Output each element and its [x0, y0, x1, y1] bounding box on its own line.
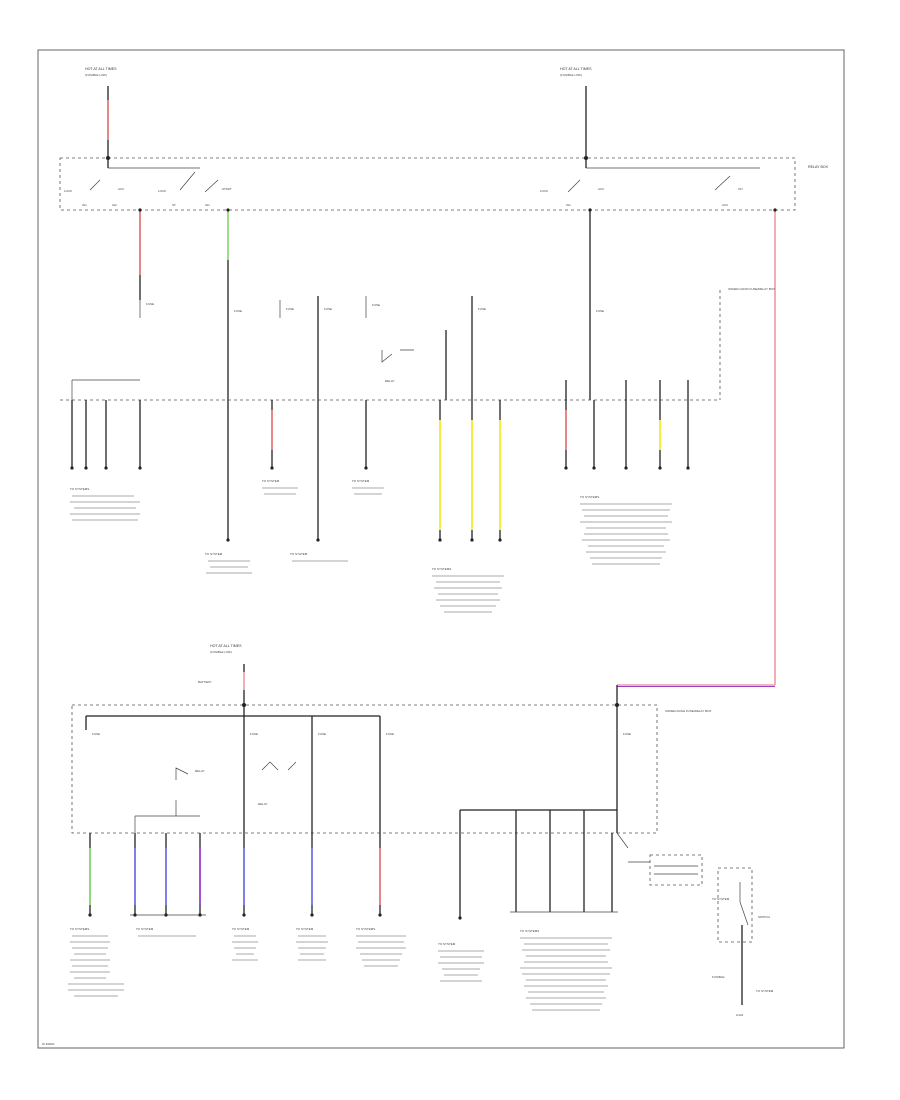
source-top-right: HOT AT ALL TIMES (FUSIBLE LINK) — [560, 67, 592, 158]
source-top-left-sublabel: (FUSIBLE LINK) — [85, 73, 107, 77]
svg-text:START: START — [222, 187, 232, 191]
svg-text:FUSE: FUSE — [372, 303, 380, 307]
svg-text:TO SYSTEM: TO SYSTEM — [438, 942, 456, 946]
branch-wires-lower — [88, 810, 618, 920]
fuse-relay-box-lower — [71, 704, 658, 834]
svg-text:FUSE: FUSE — [250, 732, 258, 736]
destination-notes-lower: TO SYSTEMS TO SYSTEM TO SYSTEM TO SYSTEM… — [68, 927, 612, 1011]
ignition-switch-left: LOCK ACC LOCK START IG1 IG2 ST IG1 — [64, 167, 232, 207]
svg-text:(FUSIBLE LINK): (FUSIBLE LINK) — [210, 650, 232, 654]
relay-box-top — [59, 157, 796, 211]
right-lower-component: TO SYSTEM SWITCH FUSIBLE TO SYSTEM G101 — [616, 832, 774, 1017]
svg-text:LOCK: LOCK — [64, 189, 72, 193]
svg-text:TO SYSTEM: TO SYSTEM — [756, 989, 774, 993]
svg-text:FUSE: FUSE — [623, 732, 631, 736]
svg-text:FUSE: FUSE — [324, 307, 332, 311]
svg-text:FUSE: FUSE — [478, 307, 486, 311]
fuse-relay-box-upper-label: UNDER-HOOD FUSE/RELAY BOX — [728, 287, 775, 291]
source-bottom-label: HOT AT ALL TIMES — [210, 644, 242, 648]
svg-text:LOCK: LOCK — [540, 189, 548, 193]
svg-text:TO SYSTEMS: TO SYSTEMS — [580, 495, 599, 499]
diagram-border — [37, 49, 845, 1049]
svg-text:TO SYSTEM: TO SYSTEM — [352, 479, 370, 483]
svg-text:TO SYSTEM: TO SYSTEM — [136, 927, 154, 931]
fuse-relay-box-lower-label: UNDER-DASH FUSE/RELAY BOX — [665, 709, 711, 713]
svg-text:TO SYSTEMS: TO SYSTEMS — [432, 567, 451, 571]
svg-text:TO SYSTEMS: TO SYSTEMS — [70, 487, 89, 491]
source-top-left: HOT AT ALL TIMES (FUSIBLE LINK) — [85, 67, 117, 158]
ignition-switch-right: LOCK ACC ON IG1 ACC — [540, 167, 760, 207]
svg-text:ACC: ACC — [598, 187, 605, 191]
svg-text:TO SYSTEM: TO SYSTEM — [296, 927, 314, 931]
svg-text:FUSE: FUSE — [286, 307, 294, 311]
relay-box-top-label: RELAY BOX — [808, 165, 829, 169]
battery-label: BATTERY — [198, 680, 212, 684]
svg-text:IG2: IG2 — [112, 203, 117, 207]
svg-text:FUSE: FUSE — [92, 732, 100, 736]
svg-text:FUSE: FUSE — [318, 732, 326, 736]
svg-text:TO SYSTEMS: TO SYSTEMS — [520, 929, 539, 933]
svg-text:FUSIBLE: FUSIBLE — [712, 975, 725, 979]
svg-text:IG1: IG1 — [566, 203, 571, 207]
source-top-right-sublabel: (FUSIBLE LINK) — [560, 73, 582, 77]
svg-text:TO SYSTEM: TO SYSTEM — [290, 552, 308, 556]
svg-text:IG1: IG1 — [82, 203, 87, 207]
svg-text:TO SYSTEMS: TO SYSTEMS — [356, 927, 375, 931]
svg-text:LOCK: LOCK — [158, 189, 166, 193]
svg-text:FUSE: FUSE — [386, 732, 394, 736]
svg-text:ACC: ACC — [118, 187, 125, 191]
svg-text:IG1: IG1 — [205, 203, 210, 207]
svg-text:FUSE: FUSE — [146, 302, 154, 306]
destination-notes-upper: TO SYSTEMS TO SYSTEM TO SYSTEM TO SYSTEM… — [70, 479, 672, 613]
svg-text:TO SYSTEM: TO SYSTEM — [232, 927, 250, 931]
svg-text:RELAY: RELAY — [385, 379, 395, 383]
svg-text:ST: ST — [172, 203, 176, 207]
branch-wires-upper — [70, 380, 690, 542]
source-top-right-label: HOT AT ALL TIMES — [560, 67, 592, 71]
fuse-row-upper: FUSE FUSE FUSE FUSE FUSE FUSE FUSE RELAY — [139, 296, 604, 400]
source-top-left-label: HOT AT ALL TIMES — [85, 67, 117, 71]
ground-label: G101 — [736, 1013, 744, 1017]
svg-text:TO SYSTEM: TO SYSTEM — [712, 897, 730, 901]
svg-text:RELAY: RELAY — [258, 802, 268, 806]
source-bottom: HOT AT ALL TIMES (FUSIBLE LINK) BATTERY — [198, 644, 245, 705]
svg-text:RELAY: RELAY — [195, 769, 205, 773]
svg-text:SWITCH: SWITCH — [758, 915, 770, 919]
svg-text:TO SYSTEM: TO SYSTEM — [262, 479, 280, 483]
svg-text:ON: ON — [738, 187, 743, 191]
svg-text:TO SYSTEMS: TO SYSTEMS — [70, 927, 89, 931]
svg-text:ACC: ACC — [722, 203, 729, 207]
svg-text:FUSE: FUSE — [596, 309, 604, 313]
footer-id: W-D0001 — [42, 1042, 55, 1046]
svg-text:TO SYSTEM: TO SYSTEM — [205, 552, 223, 556]
svg-text:FUSE: FUSE — [234, 309, 242, 313]
